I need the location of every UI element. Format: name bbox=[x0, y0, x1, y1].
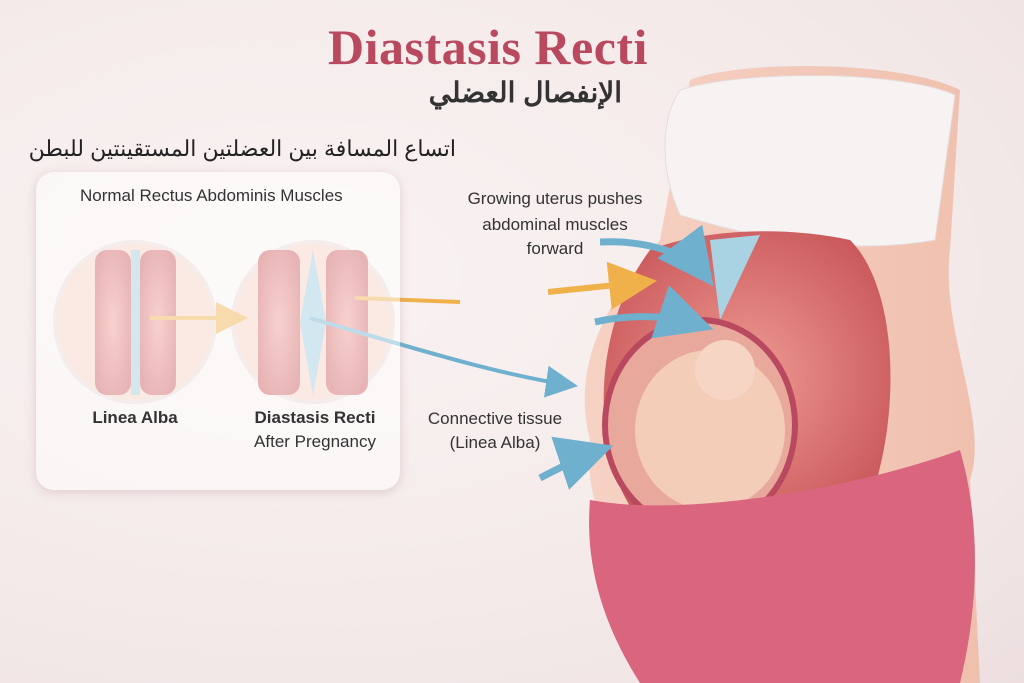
arrow-orange-uterus bbox=[547, 261, 657, 310]
arabic-description: اتساع المسافة بين العضلتين المستقينتين ل… bbox=[28, 136, 456, 161]
arrow-blue-uterus-mid bbox=[594, 285, 714, 339]
arrow-blue-uterus-top bbox=[599, 224, 714, 287]
uterus-annotation-line2: abdominal muscles bbox=[482, 215, 628, 234]
arrow-blue-tissue bbox=[538, 436, 614, 490]
linea-alba-caption: Linea Alba bbox=[92, 408, 178, 427]
page-title: Diastasis Recti bbox=[328, 19, 648, 75]
comparison-panel bbox=[36, 172, 400, 490]
tissue-annotation-line2: (Linea Alba) bbox=[449, 433, 541, 452]
uterus-annotation-line1: Growing uterus pushes bbox=[467, 189, 643, 208]
arabic-subtitle: الإنفصال العضلي bbox=[428, 77, 622, 108]
diastasis-caption-line1: Diastasis Recti bbox=[254, 408, 376, 427]
uterus-annotation-line3: forward bbox=[526, 239, 584, 258]
tissue-annotation-line1: Connective tissue bbox=[427, 409, 563, 428]
panel-title: Normal Rectus Abdominis Muscles bbox=[80, 186, 343, 205]
pregnant-torso-illustration bbox=[584, 66, 980, 683]
diastasis-caption-line2: After Pregnancy bbox=[254, 432, 376, 451]
